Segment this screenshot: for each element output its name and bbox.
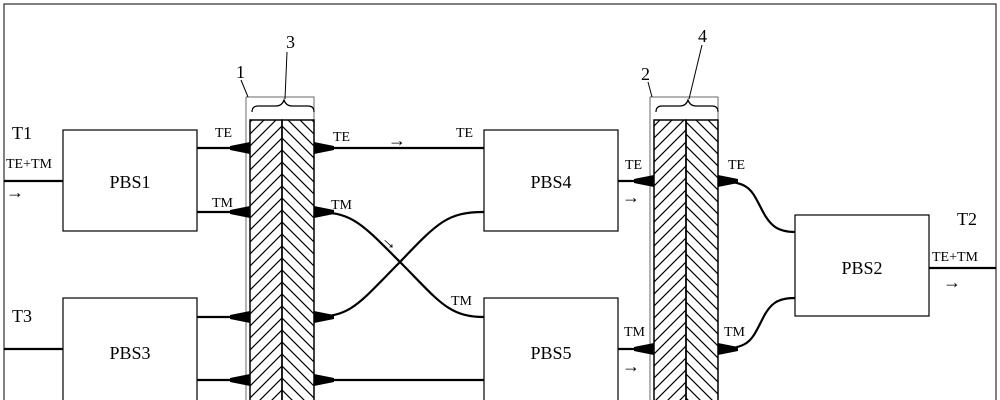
- coupler: [314, 374, 334, 386]
- coupler: [634, 175, 654, 187]
- callout-3: 3: [286, 32, 295, 52]
- couplers: [230, 142, 738, 386]
- terminal-t1-label: T1: [12, 123, 32, 143]
- pbs3-label: PBS3: [109, 343, 150, 363]
- signal-label-te: TE: [215, 126, 232, 141]
- chip-1-layer-b: [281, 119, 315, 400]
- callout-line-3: [284, 51, 288, 100]
- callout-line-2: [647, 81, 653, 98]
- pbs3-block: [62, 297, 198, 400]
- chip-1-layer-a: [249, 119, 283, 400]
- chip-2: [647, 44, 719, 400]
- signal-label-te-tm-output: TE+TM: [932, 250, 979, 265]
- callout-2: 2: [641, 64, 650, 84]
- signal-label-tm: TM: [331, 198, 353, 213]
- chip-2-layer-b: [685, 119, 719, 400]
- brace-4: [655, 98, 719, 113]
- signal-label-te: TE: [456, 126, 473, 141]
- signal-label-tm: TM: [212, 196, 234, 211]
- signal-label-tm: TM: [724, 325, 746, 340]
- pbs5-block: [483, 297, 619, 400]
- arrow-icon: →: [622, 356, 640, 376]
- arrow-icon: →: [377, 228, 404, 255]
- brace-3: [251, 98, 315, 113]
- coupler: [314, 142, 334, 154]
- coupler: [230, 374, 250, 386]
- pbs1-block: [62, 129, 198, 232]
- callout-line-4: [688, 44, 703, 100]
- signal-label-tm: TM: [451, 294, 473, 309]
- arrow-icon: →: [6, 182, 24, 202]
- arrow-icon: →: [943, 272, 961, 292]
- coupler: [314, 311, 334, 323]
- signal-label-te: TE: [333, 130, 350, 145]
- pbs2-label: PBS2: [841, 258, 882, 278]
- signal-label-te-tm-input: TE+TM: [6, 157, 53, 172]
- coupler: [230, 206, 250, 218]
- crossing-path-up: [313, 210, 485, 319]
- coupler: [230, 311, 250, 323]
- chip-1: [240, 51, 315, 400]
- callout-4: 4: [698, 26, 707, 46]
- callout-line-1: [240, 79, 249, 98]
- signal-label-te: TE: [625, 158, 642, 173]
- coupler: [718, 343, 738, 355]
- terminal-t2-label: T2: [957, 209, 977, 229]
- outer-frame: [3, 3, 997, 400]
- pbs1-label: PBS1: [109, 172, 150, 192]
- signal-label-tm: TM: [624, 325, 646, 340]
- tm-path-to-pbs2: [717, 296, 796, 351]
- pbs4-label: PBS4: [530, 172, 571, 192]
- terminal-t3-label: T3: [12, 306, 32, 326]
- pbs2-block: [794, 214, 930, 317]
- callout-1: 1: [236, 62, 245, 82]
- arrow-icon: →: [622, 187, 640, 207]
- coupler: [314, 206, 334, 218]
- pbs4-block: [483, 129, 619, 232]
- coupler: [230, 142, 250, 154]
- signal-label-te: TE: [728, 158, 745, 173]
- pbs5-label: PBS5: [530, 343, 571, 363]
- coupler: [718, 175, 738, 187]
- te-path-to-pbs2: [717, 179, 796, 234]
- coupler: [634, 343, 654, 355]
- arrow-icon: →: [388, 130, 406, 150]
- chip-2-layer-a: [653, 119, 687, 400]
